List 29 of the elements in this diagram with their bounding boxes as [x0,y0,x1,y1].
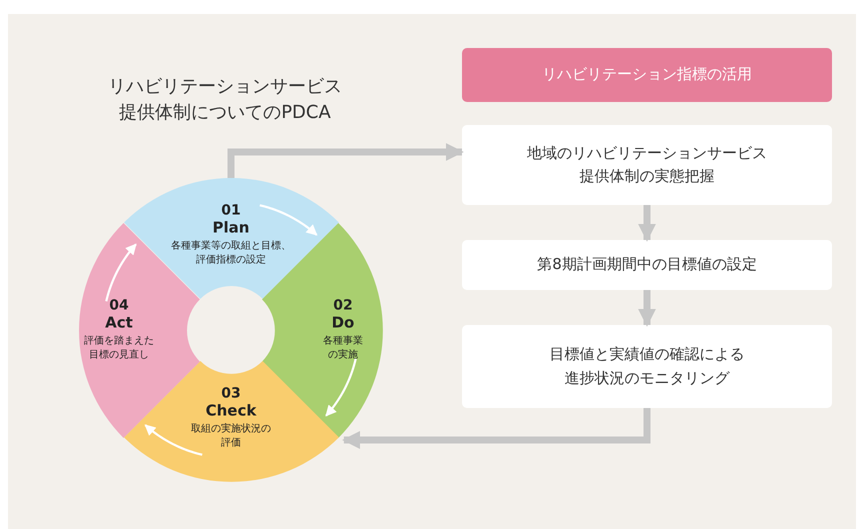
step-number: 02 [333,298,353,314]
box-text: リハビリテーション指標の活用 [542,64,752,86]
step-number: 03 [221,386,241,402]
header-box [462,48,832,102]
process-box [462,240,832,290]
step-name: Check [206,402,256,420]
step-description: 各種事業の実施 [322,334,364,362]
step-name: Act [105,314,133,332]
heading: リハビリテーションサービス提供体制についてのPDCA [107,75,343,126]
step-number: 04 [109,298,129,314]
step-description: 各種事業等の取組と目標、評価指標の設定 [170,240,292,267]
step-number: 01 [221,203,241,219]
arrow [228,143,464,178]
box-text: 地域のリハビリテーションサービス提供体制の実態把握 [526,142,768,187]
arrow [638,205,656,242]
process-box [462,325,832,408]
cycle-arrow [260,204,318,236]
box-text: 目標値と実績値の確認による進捗状況のモニタリング [548,344,746,388]
step-name: Do [332,314,354,332]
step-description: 取組の実施状況の評価 [190,422,272,450]
cycle-arrow [325,358,357,416]
cycle-arrow [144,424,202,456]
step-description: 評価を踏まえた目標の見直し [83,334,155,362]
process-box [462,125,832,205]
arrow [638,290,656,327]
step-name: Plan [212,218,250,237]
box-text: 第8期計画期間中の目標値の設定 [537,254,757,276]
arrow [342,408,650,449]
cycle-arrow [105,244,137,302]
